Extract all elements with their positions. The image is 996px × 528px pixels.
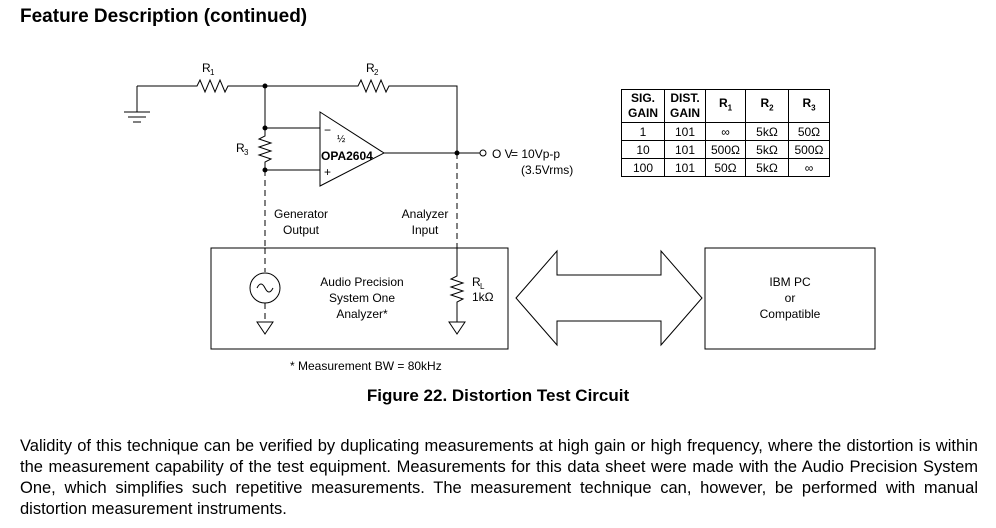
table-cell: 5kΩ (745, 122, 789, 141)
opamp-symbol (319, 111, 386, 187)
analyzer-box (210, 247, 509, 350)
table-row: 100 101 50Ω 5kΩ ∞ (621, 158, 830, 177)
ground-symbol-rl (448, 321, 466, 335)
opamp-plus-label: + (324, 165, 331, 179)
table-cell: 1 (621, 122, 665, 141)
ground-symbol-source (256, 321, 274, 335)
vo-label: O V (492, 147, 513, 161)
vo-rms: (3.5Vrms) (521, 163, 573, 177)
body-paragraph: Validity of this technique can be verifi… (20, 437, 978, 518)
table-cell: ∞ (788, 158, 830, 177)
table-cell: 50Ω (705, 158, 746, 177)
analyzer-box-line-3: Analyzer* (336, 307, 388, 321)
r2-subscript: 2 (374, 68, 379, 77)
table-cell: 500Ω (705, 140, 746, 159)
col-dist-gain: DIST.GAIN (664, 89, 706, 123)
table-cell: 50Ω (788, 122, 830, 141)
col-sig-gain: SIG.GAIN (621, 89, 665, 123)
generator-output-label-2: Output (283, 223, 320, 237)
pc-box (704, 247, 876, 350)
table-cell: 500Ω (788, 140, 830, 159)
pc-box-line-2: or (785, 291, 796, 305)
r3-subscript: 3 (244, 148, 249, 157)
analyzer-box-line-1: Audio Precision (320, 275, 403, 289)
table-cell: 101 (664, 158, 706, 177)
table-row: 10 101 500Ω 5kΩ 500Ω (621, 140, 830, 159)
feedback-wire (137, 78, 458, 153)
table-cell: 10 (621, 140, 665, 159)
rl-value: 1kΩ (472, 290, 494, 304)
col-r1: R1 (705, 89, 746, 123)
table-header-row: SIG.GAIN DIST.GAIN R1 R2 R3 (621, 89, 830, 123)
table-cell: 101 (664, 140, 706, 159)
table-cell: 100 (621, 158, 665, 177)
r2-label: R (366, 61, 375, 75)
pc-box-line-1: IBM PC (769, 275, 811, 289)
r3-label: R (236, 141, 245, 155)
table-cell: 101 (664, 122, 706, 141)
r1-label: R (202, 61, 211, 75)
distortion-test-circuit-diagram: R 1 R 2 R 3 − ½ OPA2604 + O V = 10Vp-p (… (124, 61, 876, 373)
measurement-bw-footnote: * Measurement BW = 80kHz (290, 359, 442, 373)
table-row: 1 101 ∞ 5kΩ 50Ω (621, 122, 830, 141)
col-r2: R2 (745, 89, 789, 123)
rl-label: R (472, 275, 481, 289)
table-cell: 5kΩ (745, 140, 789, 159)
figure-caption: Figure 22. Distortion Test Circuit (366, 386, 630, 405)
r3-resistor (257, 128, 273, 170)
analyzer-input-label-1: Analyzer (402, 207, 449, 221)
vo-value: = 10Vp-p (511, 147, 560, 161)
analyzer-input-label-2: Input (412, 223, 439, 237)
gain-resistor-table: SIG.GAIN DIST.GAIN R1 R2 R3 1 101 ∞ 5kΩ … (621, 89, 830, 177)
rl-resistor (449, 248, 465, 322)
section-heading: Feature Description (continued) (20, 6, 308, 27)
analyzer-box-line-2: System One (329, 291, 395, 305)
opamp-half-label: ½ (337, 134, 346, 145)
bidirectional-arrow (515, 249, 703, 347)
opamp-name-label: OPA2604 (321, 149, 373, 163)
table-cell: 5kΩ (745, 158, 789, 177)
table-cell: ∞ (705, 122, 746, 141)
pc-box-line-3: Compatible (760, 307, 821, 321)
ground-symbol-left (124, 111, 150, 123)
opamp-minus-label: − (324, 123, 331, 137)
rl-subscript: L (480, 282, 485, 291)
generator-output-label-1: Generator (274, 207, 328, 221)
col-r3: R3 (788, 89, 830, 123)
r1-subscript: 1 (210, 68, 215, 77)
